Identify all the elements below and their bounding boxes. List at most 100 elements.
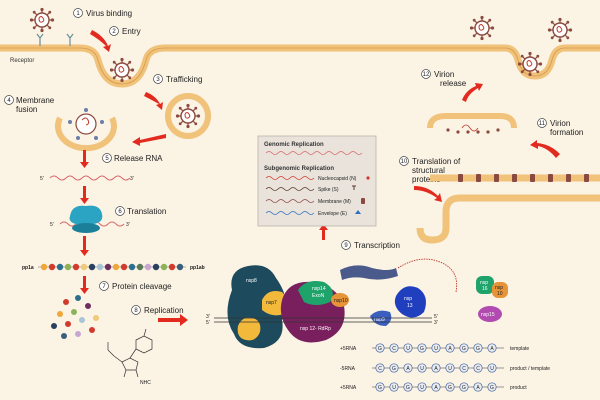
nucleotide-letter: G [392,366,396,372]
svg-text:12: 12 [423,72,430,78]
nucleotide [445,382,455,392]
nucleotide-letter: U [490,366,494,372]
step-4: 4 Membrane fusion [4,95,55,114]
golgi-membrane [427,113,517,129]
step-2: 2 Entry [109,26,141,36]
svg-text:nsp 12- RdRp: nsp 12- RdRp [300,326,331,332]
nucleotide [417,363,427,373]
polyprotein: pp1a pp1ab [22,263,205,271]
svg-text:nsp14: nsp14 [312,286,326,292]
nucleotide-letter: A [406,366,410,372]
nsp16-nsp10-proteins: nsp 16 nsp 10 nsp15 [476,276,508,322]
svg-text:Membrane: Membrane [16,96,55,105]
svg-text:Entry: Entry [122,27,141,36]
ribosome-small [72,223,100,233]
nucleotide [431,363,441,373]
receptor-label: Receptor [10,58,34,64]
step-8: 8 Replication [131,305,184,315]
er-spike-proteins [458,174,589,182]
svg-text:nsp10: nsp10 [334,298,348,304]
nucleotide [375,343,385,353]
cleaved-proteins [51,295,99,339]
nucleotide-letter: U [434,346,438,352]
rtc-complex: nsp8 nsp7 nsp 12- RdRp nsp14 ExoN nsp10 … [206,258,458,349]
drug-label: NHC [140,380,151,386]
nucleotide [403,343,413,353]
nucleotide [473,363,483,373]
svg-text:Nucleocapsid (N): Nucleocapsid (N) [318,176,357,182]
nucleotide-letter: A [434,385,438,391]
nucleotide [445,343,455,353]
nucleotide [389,382,399,392]
fusion-membrane [55,116,117,152]
nucleotide [473,343,483,353]
svg-text:16: 16 [482,286,488,292]
svg-text:Translation: Translation [127,207,166,216]
svg-text:formation: formation [550,128,583,137]
nucleotide-letter: C [462,366,466,372]
step-10: 10 Translation of structural proteins [399,156,461,184]
nsp10-protein [331,293,349,307]
svg-text:nsp8: nsp8 [246,278,257,284]
svg-text:13: 13 [407,303,413,309]
nucleotide [417,382,427,392]
svg-text:Spike (S): Spike (S) [318,187,339,193]
svg-text:nsp: nsp [480,280,488,286]
svg-text:10: 10 [497,291,503,297]
svg-text:3': 3' [126,222,130,228]
nucleotide-letter: A [448,346,452,352]
svg-text:4: 4 [7,98,11,104]
svg-text:5': 5' [50,222,54,228]
svg-text:3: 3 [156,77,160,83]
svg-text:Trafficking: Trafficking [166,75,202,84]
svg-text:nsp15: nsp15 [481,312,495,318]
nhc-structure [107,328,153,378]
svg-text:5': 5' [206,320,210,326]
strand-sense: +5RNA [340,346,357,352]
nucleotide [389,343,399,353]
nucleotide [487,363,497,373]
nucleotide-letter: G [462,346,466,352]
nucleotide [431,382,441,392]
nucleotide [389,363,399,373]
nucleotide [473,382,483,392]
svg-text:Release RNA: Release RNA [114,154,163,163]
svg-text:5': 5' [434,314,438,320]
svg-text:ExoN: ExoN [312,293,325,299]
svg-text:Replication: Replication [144,306,184,315]
step-11: 11 Virion formation [537,118,583,137]
strand-role: product / template [510,366,550,372]
nucleotide-letter: C [392,346,396,352]
nucleotide-letter: G [462,385,466,391]
nucleotide-letter: G [420,346,424,352]
receptor-icon [36,33,74,46]
virion-budding [446,128,500,134]
nucleotide-letter: G [378,385,382,391]
step-12: 12 Virion release [421,69,467,88]
step-6: 6 Translation [115,206,166,216]
step-3: 3 Trafficking [153,74,202,84]
nucleotide [487,382,497,392]
svg-text:Virus binding: Virus binding [86,9,132,18]
nucleotide-letter: G [490,385,494,391]
step-5: 5 Release RNA [102,153,163,163]
nucleotide [487,343,497,353]
svg-text:2: 2 [112,29,116,35]
rna-legend: Genomic Replication Subgenomic Replicati… [257,135,377,227]
viral-rna [49,175,131,181]
step-1: 1 Virus binding [73,8,132,18]
svg-text:pp1a: pp1a [22,265,34,271]
nsp14-exon [298,281,333,305]
svg-text:Translation of: Translation of [412,157,461,166]
step-7: 7 Protein cleavage [99,281,172,291]
er-membrane [416,194,600,244]
svg-text:11: 11 [539,121,546,127]
flow-arrows [80,30,560,326]
nsp7-protein [237,317,261,341]
nucleotide-letter: U [420,385,424,391]
svg-text:Genomic Replication: Genomic Replication [264,142,324,148]
